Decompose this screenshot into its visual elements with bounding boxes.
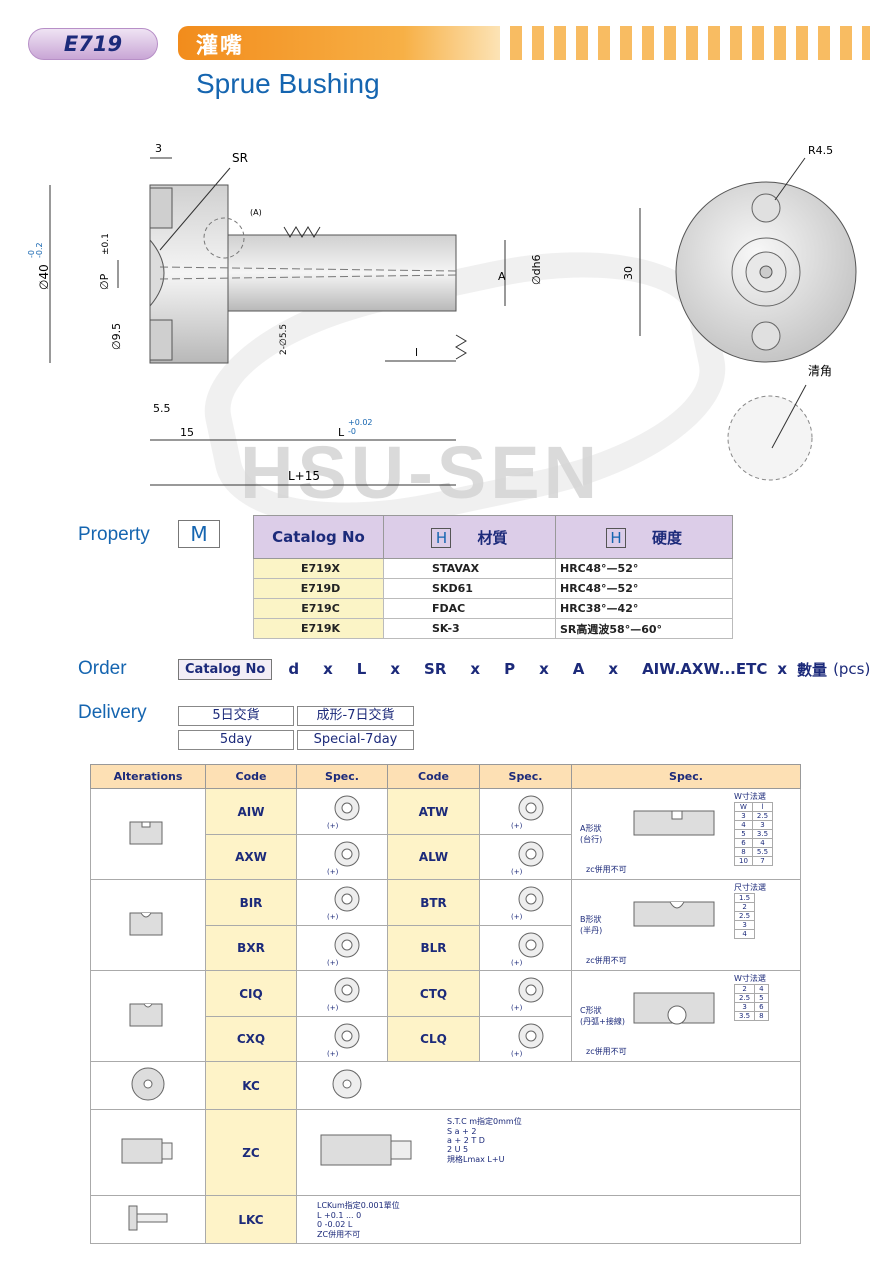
delivery-label: Delivery bbox=[78, 702, 147, 723]
svg-text:∅9.5: ∅9.5 bbox=[110, 323, 123, 350]
cxq-spec-icon: (+) bbox=[327, 1023, 360, 1058]
svg-text:R4.5: R4.5 bbox=[808, 144, 833, 157]
svg-text:(+): (+) bbox=[327, 1004, 339, 1012]
svg-text:-0: -0 bbox=[27, 250, 36, 258]
svg-text:5.5: 5.5 bbox=[153, 402, 171, 415]
svg-text:∅40: ∅40 bbox=[37, 264, 51, 290]
order-catalog-box: Catalog No bbox=[178, 658, 273, 680]
title-stripes bbox=[510, 26, 870, 60]
zc-shape-icon bbox=[121, 1138, 173, 1164]
table-row: LKC LCKum指定0.001單位 L +0.1 ... 0 0 -0.02 … bbox=[90, 1195, 801, 1244]
svg-text:(+): (+) bbox=[327, 913, 339, 921]
aiw-spec-icon: (+) bbox=[327, 795, 360, 830]
bushing-shaft bbox=[227, 234, 457, 312]
title-bar bbox=[178, 26, 500, 60]
sr-spherical-seat bbox=[149, 238, 165, 308]
svg-text:3: 3 bbox=[155, 142, 162, 155]
svg-text:(+): (+) bbox=[511, 868, 523, 876]
atw-spec-icon: (+) bbox=[511, 795, 543, 830]
catalog-code-badge: E719 bbox=[28, 28, 158, 60]
table-row: KC bbox=[90, 1061, 801, 1110]
svg-text:(A): (A) bbox=[250, 208, 262, 217]
bxr-spec-icon: (+) bbox=[327, 932, 360, 967]
table-row: ZC S.T.C m指定0mm位 S a + 2 a + 2 T D 2 U 5… bbox=[90, 1109, 801, 1196]
order-label: Order bbox=[78, 658, 127, 679]
delivery-special-en: Special-7day bbox=[297, 730, 414, 750]
btr-spec-icon: (+) bbox=[511, 886, 543, 921]
col-hardness: 硬度 bbox=[651, 528, 682, 547]
ciq-spec-icon: (+) bbox=[327, 977, 360, 1012]
svg-text:2-∅5.5: 2-∅5.5 bbox=[279, 324, 289, 355]
clq-spec-icon: (+) bbox=[511, 1023, 543, 1058]
svg-text:(+): (+) bbox=[511, 1050, 523, 1058]
svg-text:(+): (+) bbox=[511, 913, 523, 921]
svg-text:(+): (+) bbox=[327, 822, 339, 830]
kc-shape-icon bbox=[131, 1067, 165, 1101]
svg-text:L+15: L+15 bbox=[288, 469, 320, 483]
svg-text:(+): (+) bbox=[327, 959, 339, 967]
svg-text:(+): (+) bbox=[327, 1050, 339, 1058]
svg-text:l: l bbox=[415, 346, 418, 359]
svg-text:15: 15 bbox=[180, 426, 194, 439]
svg-text:(+): (+) bbox=[511, 1004, 523, 1012]
svg-text:L: L bbox=[338, 426, 345, 439]
title-chinese: 灌嘴 bbox=[196, 34, 245, 59]
counterbore-bottom bbox=[149, 319, 173, 361]
col-catalog: Catalog No bbox=[253, 515, 384, 559]
svg-text:∅dh6: ∅dh6 bbox=[530, 254, 543, 285]
corner-detail-circle bbox=[727, 395, 813, 481]
a-shape-detail bbox=[633, 810, 715, 836]
alw-spec-icon: (+) bbox=[511, 841, 543, 876]
svg-text:+0.02: +0.02 bbox=[348, 418, 373, 427]
table-row: BXR (+) BLR (+) bbox=[91, 925, 801, 971]
svg-text:(+): (+) bbox=[327, 868, 339, 876]
ctq-spec-icon: (+) bbox=[511, 977, 543, 1012]
axw-spec-icon: (+) bbox=[327, 841, 360, 876]
svg-text:(+): (+) bbox=[511, 959, 523, 967]
property-mark: M bbox=[178, 520, 220, 548]
a-shape-icon bbox=[129, 821, 163, 844]
svg-text:30: 30 bbox=[622, 266, 635, 280]
counterbore-top bbox=[149, 187, 173, 229]
svg-text:(+): (+) bbox=[511, 822, 523, 830]
svg-text:-0: -0 bbox=[348, 427, 356, 436]
bir-spec-icon: (+) bbox=[327, 886, 360, 921]
col-material: 材質 bbox=[477, 528, 508, 547]
kc-spec-icon bbox=[332, 1069, 362, 1099]
alterations-table: Alterations Code Spec. Code Spec. Spec. … bbox=[90, 764, 801, 1244]
svg-text:A: A bbox=[498, 270, 506, 283]
table-row: BIR (+) BTR (+) B形狀 (半丹) zc併用不可 尺寸法選 1.5… bbox=[90, 879, 801, 971]
property-label: Property bbox=[78, 524, 150, 545]
svg-text:清角: 清角 bbox=[808, 364, 832, 378]
b-shape-icon bbox=[129, 912, 163, 935]
b-shape-detail bbox=[633, 901, 715, 927]
svg-text:-0.2: -0.2 bbox=[35, 242, 44, 258]
watermark-text: HSU-SEN bbox=[240, 431, 602, 514]
lkc-shape-icon bbox=[128, 1205, 168, 1231]
delivery-standard-en: 5day bbox=[178, 730, 294, 750]
table-row: CIQ (+) CTQ (+) C形狀 (丹弧+接線) zc併用不可 W寸法選 … bbox=[90, 970, 801, 1062]
c-shape-detail bbox=[633, 992, 715, 1025]
blr-spec-icon: (+) bbox=[511, 932, 543, 967]
zc-spec-drawing bbox=[320, 1134, 412, 1166]
svg-text:∅P: ∅P bbox=[98, 273, 111, 290]
technical-drawing: 3 SR (A) ∅40 -0 -0.2 ∅P ±0.1 ∅9.5 2-∅5.5… bbox=[27, 142, 857, 486]
svg-text:SR: SR bbox=[232, 151, 248, 165]
svg-text:±0.1: ±0.1 bbox=[101, 233, 111, 255]
title-english: Sprue Bushing bbox=[196, 68, 380, 99]
detail-a-circle bbox=[203, 217, 245, 259]
delivery-special-cn: 成形-7日交貨 bbox=[297, 706, 414, 726]
table-row: AXW (+) ALW (+) bbox=[91, 834, 801, 880]
delivery-standard-cn: 5日交貨 bbox=[178, 706, 294, 726]
c-shape-icon bbox=[129, 1003, 163, 1026]
